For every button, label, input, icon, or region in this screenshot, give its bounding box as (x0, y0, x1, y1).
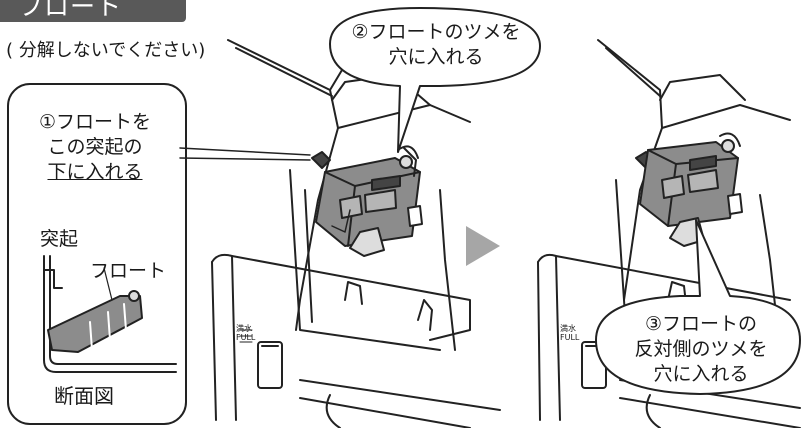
callout-bubble-step2 (329, 7, 541, 153)
float-part-right (639, 132, 741, 227)
step1-line1: ①フロートを (38, 111, 152, 133)
tank-marking-right: 満水 FULL (560, 324, 579, 342)
cross-section-caption: 断面図 (54, 384, 114, 408)
tank-marking-kanji: 満水 (236, 324, 252, 333)
cross-section-diagram (43, 255, 177, 373)
callout-bubble-step3 (595, 219, 801, 395)
right-triangle-arrow-icon (466, 226, 500, 266)
tank-marking-latin: FULL (236, 333, 256, 342)
tank-marking-left: 満水 FULL (236, 324, 255, 342)
step3-line2: 反対側のツメを (634, 338, 768, 360)
title-tab: フロート (0, 0, 186, 22)
tank-marking-latin: FULL (560, 333, 580, 342)
float-part-left (315, 145, 421, 247)
label-float: フロート (90, 260, 167, 282)
tank-left-drawing (211, 39, 501, 428)
step3-line3: 穴に入れる (653, 363, 749, 385)
step2-line2: 穴に入れる (388, 46, 484, 68)
step3-instruction: ③フロートの 反対側のツメを 穴に入れる (608, 312, 794, 387)
step1-line3: 下に入れる (47, 161, 143, 183)
step1-instruction: ①フロートを この突起の 下に入れる (20, 110, 170, 185)
tank-marking-kanji: 満水 (560, 324, 576, 333)
label-protrusion: 突起 (40, 228, 79, 250)
step3-line1: ③フロートの (644, 313, 758, 335)
tank-right-drawing (537, 39, 801, 428)
step1-line2: この突起の (47, 136, 143, 158)
subtitle-note: ( 分解しないでください) (6, 40, 206, 61)
step2-instruction: ②フロートのツメを 穴に入れる (338, 20, 534, 70)
page-title: フロート (18, 0, 123, 21)
step2-line1: ②フロートのツメを (351, 21, 521, 43)
